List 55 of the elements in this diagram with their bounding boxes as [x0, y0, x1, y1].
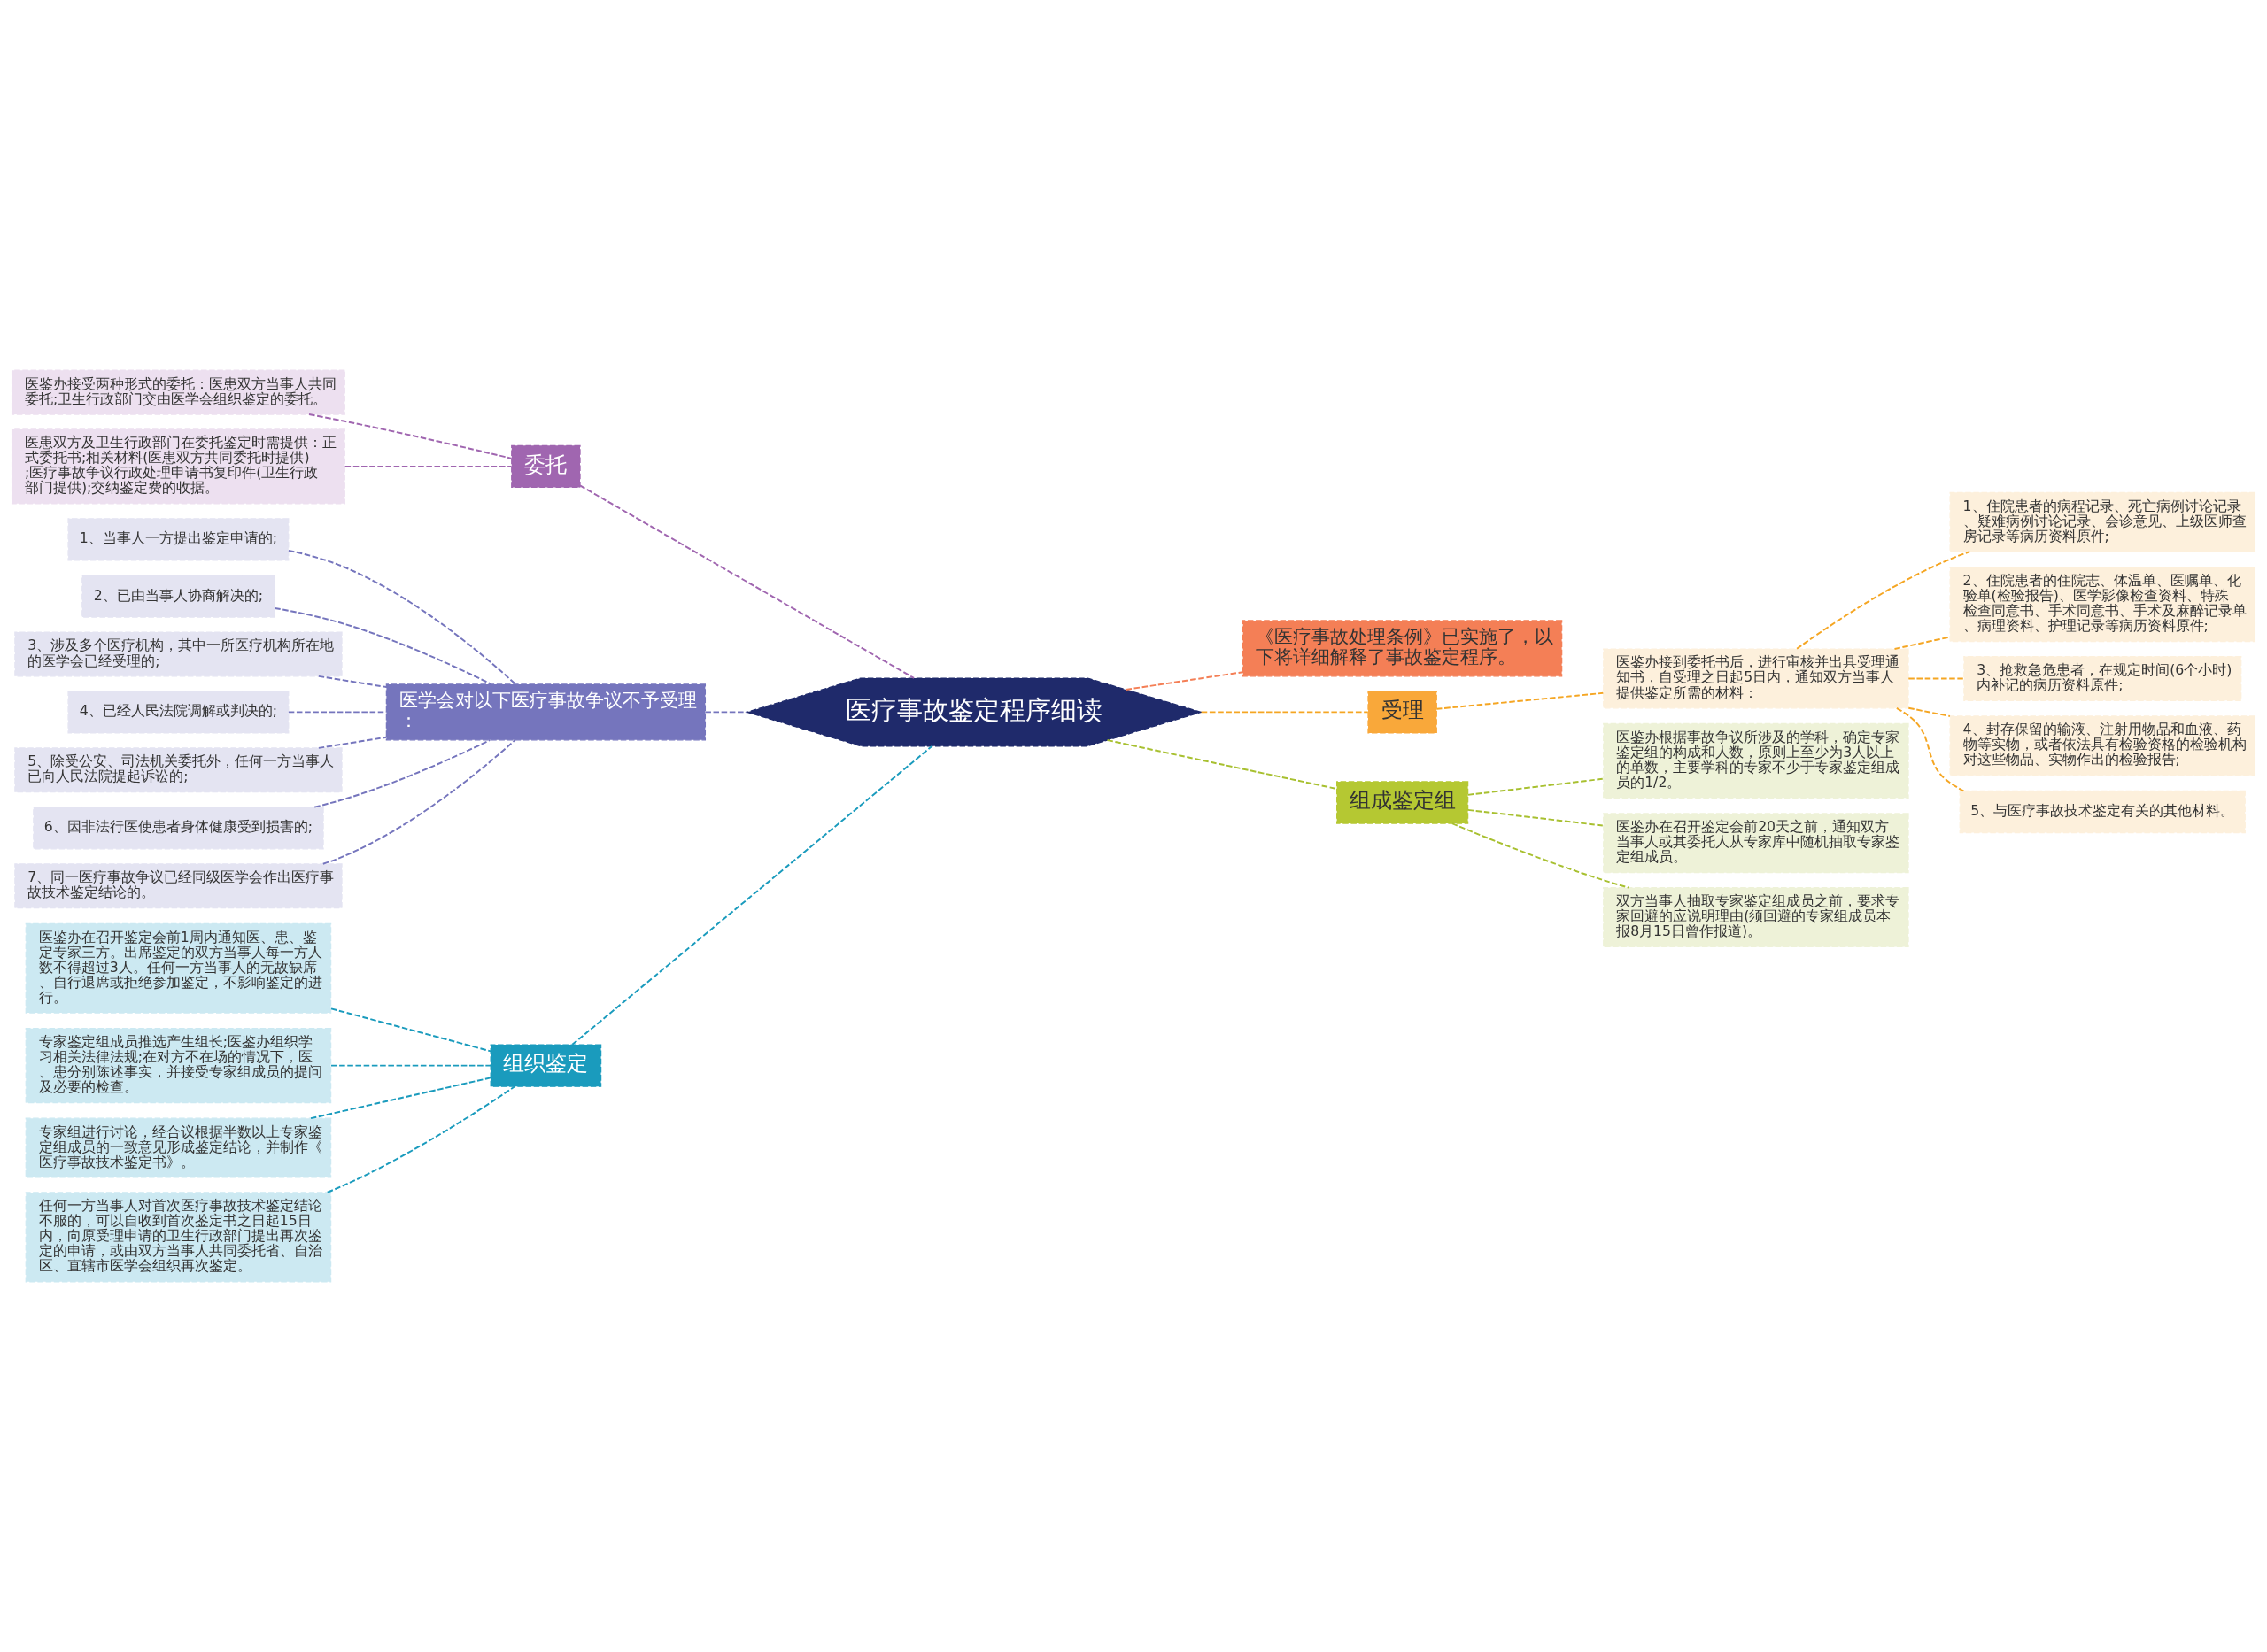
connector — [579, 484, 915, 679]
connector — [704, 711, 748, 714]
node-box: 医鉴办接受两种形式的委托：医患双方当事人共同委托;卫生行政部门交由医学会组织鉴定的委托。 — [11, 369, 345, 415]
node-box: 6、因非法行医使患者身体健康受到损害的; — [33, 807, 324, 850]
node-box: 5、与医疗事故技术鉴定有关的其他材料。 — [1959, 790, 2246, 834]
connector — [287, 549, 517, 685]
node-box: 组成鉴定组 — [1336, 781, 1469, 824]
node-box: 医鉴办根据事故争议所涉及的学科，确定专家鉴定组的构成和人数，原则上至少为3人以上的单数，主要学科的专家不少于专家鉴定组成员的1/2。 — [1603, 722, 1909, 799]
connector — [317, 675, 388, 688]
connector — [330, 1007, 492, 1053]
node-box: 医鉴办在召开鉴定会前20天之前，通知双方当事人或其委托人从专家库中随机抽取专家鉴定组成员。 — [1603, 813, 1909, 874]
connector — [330, 1064, 492, 1067]
connector — [308, 413, 513, 459]
connector — [344, 465, 513, 467]
node-box: 医鉴办接到委托书后，进行审核并出具受理通知书，自受理之日起5日内，通知双方当事人提供鉴定所需的材料： — [1603, 648, 1909, 709]
connector — [1895, 706, 1965, 792]
connector — [1466, 777, 1605, 796]
connector — [1796, 551, 1971, 650]
node-box: 1、住院患者的病程记录、死亡病例讨论记录、疑难病例讨论记录、会诊意见、上级医师查房记录等病历资料原件; — [1949, 491, 2256, 552]
node-box: 《医疗事故处理条例》已实施了，以下将详细解释了事故鉴定程序。 — [1242, 620, 1563, 677]
connector — [1907, 706, 1951, 717]
connector — [1106, 739, 1338, 790]
node-box: 组织鉴定 — [490, 1044, 602, 1087]
connector — [313, 739, 491, 808]
node-box: 委托 — [511, 444, 581, 489]
node-box: 专家鉴定组成员推选产生组长;医鉴办组织学习相关法律法规;在对方不在场的情况下，医、患分别陈述事实，并接受专家组成员的提问及必要的检查。 — [25, 1028, 332, 1104]
node-box: 专家组进行讨论，经合议根据半数以上专家鉴定组成员的一致意见形成鉴定结论，并制作《医疗事故技术鉴定书》。 — [25, 1117, 332, 1178]
node-box: 2、住院患者的住院志、体温单、医嘱单、化验单(检验报告)、医学影像检查资料、特殊检查同意书、手术同意书、手术及麻醉记录单、病理资料、护理记录等病历资料原件; — [1949, 567, 2256, 643]
node-box: 1、当事人一方提出鉴定申请的; — [67, 518, 290, 561]
connector — [321, 738, 516, 865]
node-box: 5、除受公安、司法机关委托外，任何一方当事人已向人民法院提起诉讼的; — [14, 747, 343, 793]
node-box: 双方当事人抽取专家鉴定组成员之前，要求专家回避的应说明理由(须回避的专家组成员本报8月15日曾作报道)。 — [1603, 887, 1909, 948]
connector — [1125, 671, 1244, 691]
node-box: 3、涉及多个医疗机构，其中一所医疗机构所在地的医学会已经受理的; — [14, 631, 343, 677]
connector — [317, 736, 388, 749]
node-box: 2、已由当事人协商解决的; — [81, 575, 275, 618]
node-box: 4、封存保留的输液、注射用物品和血液、药物等实物，或者依法具有检验资格的检验机构对这些物品、实物作出的检验报告; — [1949, 715, 2256, 776]
connector — [1907, 677, 1965, 680]
connector — [310, 1077, 491, 1120]
node-box: 医患双方及卫生行政部门在委托鉴定时需提供：正式委托书;相关材料(医患双方共同委托时提供);医疗事故争议行政处理申请书复印件(卫生行政部门提供);交纳鉴定费的收据。 — [11, 428, 345, 505]
connector — [1893, 636, 1951, 650]
node-box: 4、已经人民法院调解或判决的; — [67, 691, 290, 734]
connector — [1435, 691, 1605, 710]
connector — [1466, 808, 1605, 827]
node-box: 受理 — [1367, 691, 1437, 734]
connector — [326, 1085, 516, 1193]
connector — [1451, 822, 1629, 889]
node-box: 医学会对以下医疗事故争议不予受理： — [385, 683, 707, 741]
node-box: 医鉴办在召开鉴定会前1周内通知医、患、鉴定专家三方。出席鉴定的双方当事人每一方人数不得超过3人。任何一方当事人的无故缺席、自行退席或拒绝参加鉴定，不影响鉴定的进行。 — [25, 922, 332, 1014]
connector — [1200, 711, 1369, 714]
connector — [274, 606, 492, 685]
node-box: 任何一方当事人对首次医疗事故技术鉴定结论不服的，可以自收到首次鉴定书之日起15日内，向原受理申请的卫生行政部门提出再次鉴定的申请，或由双方当事人共同委托省、自治区、直辖市医学会组织再次鉴定。 — [25, 1192, 332, 1283]
node-box: 7、同一医疗事故争议已经同级医学会作出医疗事故技术鉴定结论的。 — [14, 863, 343, 909]
connector — [571, 745, 933, 1046]
node-box: 3、抢救急危患者，在规定时间(6个小时)内补记的病历资料原件; — [1963, 655, 2242, 701]
